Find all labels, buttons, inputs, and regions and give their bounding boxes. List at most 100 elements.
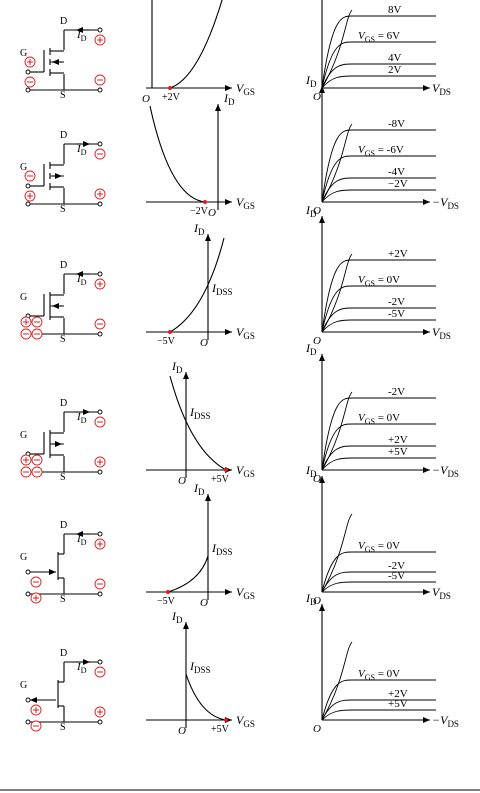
output-curve-3	[321, 581, 436, 593]
output-origin-label: O	[313, 723, 321, 735]
output-vds-label: −VDS	[432, 195, 459, 211]
gate-sign-d	[31, 466, 43, 478]
output-curve-2	[321, 155, 436, 203]
drain-polarity-sign	[94, 666, 106, 678]
drain-label: D	[60, 648, 67, 659]
source-label: S	[60, 334, 66, 345]
gate-sign-b	[31, 316, 43, 328]
idss-label: IDSS	[211, 541, 233, 557]
pinch-off-boundary	[321, 123, 353, 203]
transfer-origin-label: O	[142, 93, 150, 105]
pinch-off-boundary	[321, 513, 353, 593]
output-curve-label-2: VGS = -6V	[358, 144, 404, 158]
output-origin-label: O	[313, 473, 321, 485]
idss-label: IDSS	[189, 659, 211, 675]
gate-return-sign	[30, 592, 42, 604]
transfer-curve	[169, 237, 225, 333]
gate-sign-b	[31, 454, 43, 466]
output-curve-3	[321, 709, 436, 721]
drain-polarity-sign	[94, 278, 106, 290]
output-curve-1	[321, 397, 436, 471]
gate-polarity-sign	[30, 576, 42, 588]
drain-current-label: ID	[76, 273, 87, 287]
gate-label: G	[20, 430, 27, 441]
transfer-point-label: +5V	[211, 474, 230, 485]
pinch-off-boundary	[321, 9, 353, 89]
gate-terminal	[25, 183, 31, 189]
output-curve-label-2: VGS = 0V	[358, 412, 400, 426]
source-polarity-sign	[94, 318, 106, 330]
gate-sign-a	[20, 454, 32, 466]
output-curve-label-1: -8V	[388, 118, 405, 130]
drain-terminal	[97, 141, 103, 147]
drain-terminal	[97, 659, 103, 665]
transfer-curve	[185, 673, 227, 721]
transfer-origin-label: O	[178, 725, 186, 737]
source-left-terminal	[25, 87, 31, 93]
source-polarity-sign	[94, 578, 106, 590]
drain-current-label: ID	[76, 661, 87, 675]
source-right-terminal	[97, 469, 103, 475]
source-polarity-sign	[94, 74, 106, 86]
output-curve-1	[321, 259, 436, 333]
transfer-point-label: −2V	[190, 206, 209, 217]
transfer-vgs-label: VGS	[236, 463, 255, 479]
transfer-curve	[167, 555, 209, 593]
transfer-vgs-label: VGS	[236, 325, 255, 341]
source-polarity-sign	[94, 706, 106, 718]
transfer-curve	[149, 105, 206, 203]
transfer-id-label: ID	[171, 609, 183, 625]
output-curve-label-3: 4V	[388, 52, 402, 64]
output-curve-4	[321, 75, 436, 89]
output-curve-3	[321, 63, 436, 89]
pinch-point	[166, 590, 170, 594]
output-curve-label-4: −2V	[388, 178, 408, 190]
drain-polarity-sign	[94, 538, 106, 550]
output-curve-label-1: VGS = 0V	[358, 540, 400, 554]
output-curve-label-2: +2V	[388, 688, 408, 700]
source-label: S	[60, 722, 66, 733]
output-curve-4	[321, 189, 436, 203]
output-curve-label-4: +5V	[388, 446, 408, 458]
source-right-terminal	[97, 87, 103, 93]
output-origin-label: O	[313, 335, 321, 347]
output-id-label: ID	[305, 73, 317, 89]
gate-label: G	[20, 48, 27, 59]
idss-label: IDSS	[211, 281, 233, 297]
drain-current-label: ID	[76, 411, 87, 425]
gate-label: G	[20, 552, 27, 563]
drain-terminal	[97, 271, 103, 277]
gate-polarity-sign	[30, 704, 42, 716]
output-curve-4	[321, 457, 436, 471]
gate-polarity-sign	[24, 170, 36, 182]
transfer-point-label: +5V	[211, 724, 230, 735]
transfer-curve	[169, 0, 223, 89]
output-curve-label-1: -2V	[388, 386, 405, 398]
output-curve-4	[321, 319, 436, 333]
output-curve-1	[321, 129, 436, 203]
gate-return-sign	[24, 76, 36, 88]
pinch-off-boundary	[321, 253, 353, 333]
output-curve-1	[321, 15, 436, 89]
source-polarity-sign	[94, 188, 106, 200]
source-polarity-sign	[94, 456, 106, 468]
output-curve-label-4: -5V	[388, 308, 405, 320]
drain-current-label: ID	[76, 143, 87, 157]
output-curve-2	[321, 423, 436, 471]
drain-current-label: ID	[76, 533, 87, 547]
transfer-point-label: +2V	[162, 92, 181, 103]
transfer-vgs-label: VGS	[236, 195, 255, 211]
transfer-origin-label: O	[208, 207, 216, 219]
pinch-point	[224, 468, 228, 472]
gate-terminal	[25, 69, 31, 75]
drain-terminal	[97, 27, 103, 33]
